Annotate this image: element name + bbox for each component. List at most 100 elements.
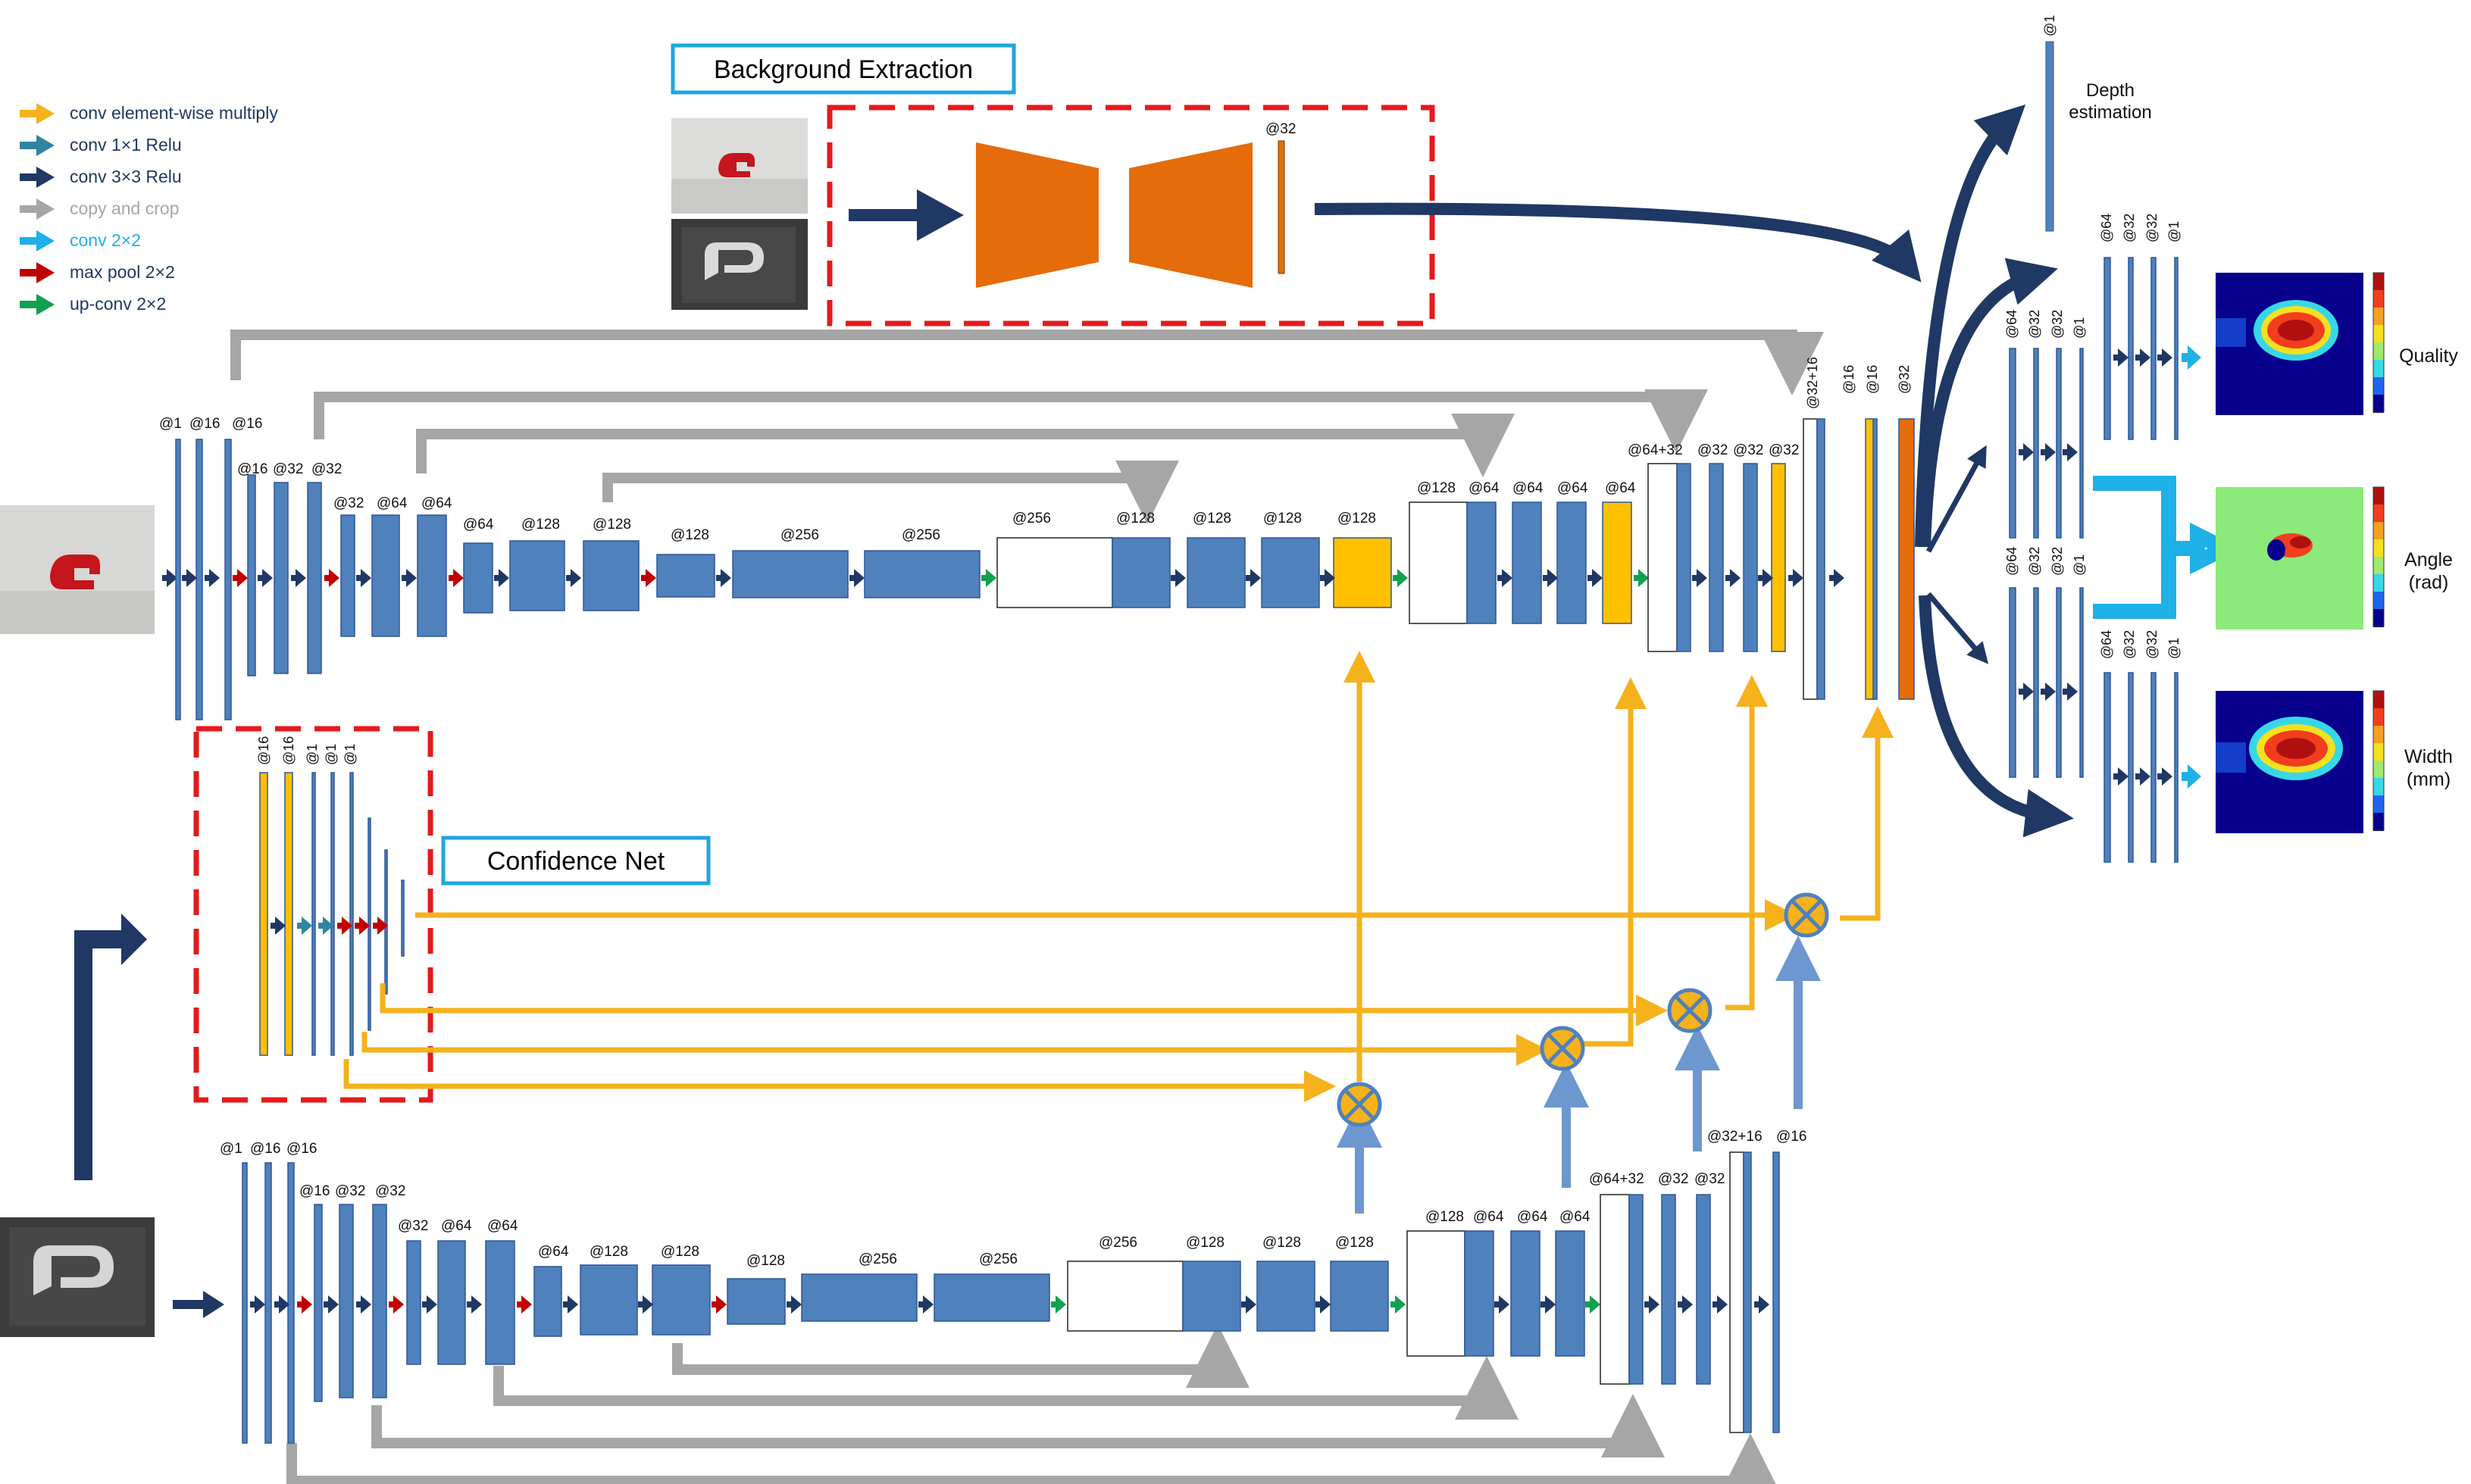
channel-label: @128 (1116, 511, 1155, 526)
conv-layer (2056, 348, 2062, 539)
flow-arrow (1788, 569, 1803, 587)
conv-layer (2009, 348, 2016, 539)
conv-layer (2103, 257, 2111, 440)
confidence-layer (311, 772, 316, 1056)
channel-label: @32 (1769, 442, 1799, 458)
channel-label: @64 (1557, 480, 1588, 496)
maxpool-arrow (355, 917, 370, 935)
channel-label: @16 (237, 461, 267, 477)
conv-layer (1256, 1261, 1315, 1332)
channel-label: @64 (487, 1218, 518, 1234)
channel-label: @32 (1897, 365, 1912, 394)
conv-layer (307, 482, 322, 674)
conv-layer (2150, 672, 2157, 863)
confidence-layer (284, 772, 293, 1056)
skip-concat-layer (1067, 1261, 1184, 1332)
conv-layer (314, 1204, 323, 1402)
conv-layer (1555, 1230, 1585, 1357)
confidence-layer (384, 849, 388, 995)
flow-arrow (1758, 569, 1773, 587)
channel-label: @128 (1263, 511, 1302, 526)
bottom-input-depth-image (0, 1217, 155, 1337)
bottom-unet: @1@16@16@16@32@32@32@64@64@64@128@128@12… (173, 1129, 1806, 1444)
conv-layer (533, 1266, 562, 1337)
conv-layer (2056, 587, 2062, 778)
prediction-heads: @1 Depth estimation (1915, 15, 2242, 838)
conv-layer (2033, 348, 2039, 539)
colorbar-segment (2373, 726, 2384, 744)
flow-arrow (2063, 683, 2078, 701)
conv-layer (1556, 501, 1587, 624)
colorbar-segment (2373, 708, 2384, 726)
width-heatmap (2216, 691, 2363, 833)
channel-label: @32 (2144, 630, 2160, 659)
conv-layer (2128, 257, 2134, 440)
channel-label: @128 (1417, 480, 1456, 496)
skip-concat-layer (1600, 1194, 1630, 1385)
conv-layer (175, 439, 181, 720)
input-arrow (173, 1291, 224, 1318)
upconv-arrow (1393, 569, 1408, 587)
flow-arrow (2041, 443, 2056, 461)
conv-layer (247, 474, 256, 676)
confidence-net-title: Confidence Net (487, 847, 665, 876)
flow-arrow (1644, 1295, 1659, 1314)
conv-layer (2103, 672, 2111, 863)
channel-label: @64 (538, 1244, 569, 1260)
conv-layer (1112, 537, 1171, 608)
channel-label: @128 (521, 517, 560, 533)
flow-arrow (1497, 569, 1512, 587)
colorbar-segment (2373, 325, 2384, 343)
colorbar-segment (2373, 592, 2384, 610)
bottom-skip-connections (286, 1324, 1782, 1484)
flow-arrow (1692, 569, 1707, 587)
channel-label: @32 (398, 1218, 428, 1234)
colorbar-segment (2373, 505, 2384, 523)
maxpool-arrow (324, 569, 339, 587)
channel-label: @32 (1694, 1171, 1725, 1187)
upconv-arrow (981, 569, 996, 587)
colorbar-segment (2373, 557, 2384, 575)
colorbar-segment (2373, 395, 2384, 413)
conv-layer (580, 1264, 638, 1336)
width-colorbar (2372, 690, 2385, 831)
legend-label: copy and crop (70, 198, 179, 218)
channel-label: @256 (902, 527, 940, 543)
fusion-layer (1865, 418, 1874, 700)
flow-arrow (2135, 767, 2150, 786)
channel-label: @256 (780, 527, 819, 543)
flow-arrow (2113, 767, 2129, 786)
head-arrow-depth (1915, 104, 2026, 548)
channel-label: @16 (189, 416, 220, 432)
channel-label: @64 (1469, 480, 1500, 496)
channel-label: @128 (590, 1244, 628, 1260)
flow-arrow (402, 569, 417, 587)
flow-arrow (1315, 1295, 1331, 1314)
flow-arrow (1494, 1295, 1509, 1314)
conv-layer (1628, 1194, 1644, 1385)
colorbar-segment (2373, 308, 2384, 326)
colorbar-segment (2373, 795, 2384, 814)
bg-output-layer (1278, 140, 1285, 274)
channel-label: @32 (375, 1183, 405, 1199)
legend-arrow-icon (20, 135, 55, 156)
legend-arrow-icon (20, 262, 55, 283)
channel-label: @128 (593, 517, 631, 533)
flow-arrow (1540, 1295, 1556, 1314)
background-merge-layer (1898, 418, 1915, 700)
flow-arrow (1587, 569, 1603, 587)
channel-label: @128 (661, 1244, 699, 1260)
channel-label: @1 (305, 744, 320, 765)
flow-arrow (1171, 569, 1186, 587)
angle-colorbar (2372, 486, 2385, 627)
channel-label: @64 (1512, 480, 1544, 496)
head-arrow-angle-b (1926, 592, 1989, 664)
colorbar-segment (2373, 743, 2384, 761)
channel-label: @128 (1262, 1235, 1301, 1251)
maxpool-arrow (337, 917, 352, 935)
flow-arrow (2019, 443, 2034, 461)
conv-layer (224, 439, 232, 720)
background-extraction-title: Background Extraction (714, 55, 973, 84)
